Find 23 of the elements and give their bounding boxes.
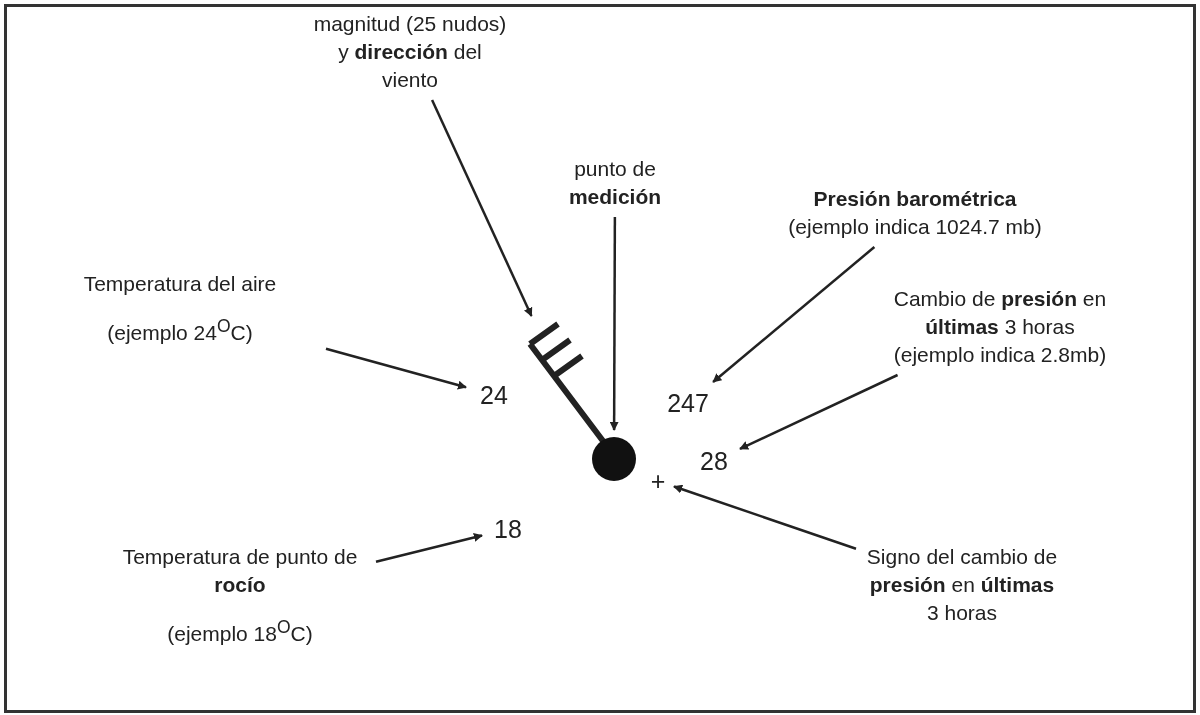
dew-point-label: Temperatura de punto de rocío <box>121 544 359 598</box>
leader-arrow <box>375 533 483 563</box>
leader-arrow <box>325 347 467 390</box>
air-temperature-label: Temperatura del aire <box>82 271 278 297</box>
pressure-sign-label: Signo del cambio de presión en últimas 3 horas <box>862 543 1062 627</box>
pressure-value: 247 <box>660 388 716 418</box>
pressure-example: (ejemplo indica 1024.7 mb) <box>787 214 1043 240</box>
leader-arrow <box>430 99 533 317</box>
pressure-heading: Presión barométrica <box>812 186 1018 212</box>
pressure-change-value: 28 <box>694 446 734 476</box>
pressure-change-label: Cambio de presión en últimas 3 horas <box>892 286 1108 340</box>
pressure-sign: + <box>648 466 668 496</box>
dew-point-example: (ejemplo 18$^{O}$C) <box>166 616 314 647</box>
measurement-point-label: punto de medición <box>545 155 685 211</box>
wind-label: magnitud (25 nudos) y dirección del viento <box>310 10 510 94</box>
temperature-value: 24 <box>472 380 516 410</box>
leader-arrow <box>673 484 857 550</box>
dew-point-value: 18 <box>488 514 528 544</box>
pressure-change-example: (ejemplo indica 2.8mb) <box>892 342 1108 368</box>
leader-arrow <box>609 217 619 431</box>
temperature-example: (ejemplo 24$^{O}$C) <box>106 315 254 346</box>
leader-arrow <box>739 373 899 450</box>
leader-arrow <box>712 246 876 383</box>
